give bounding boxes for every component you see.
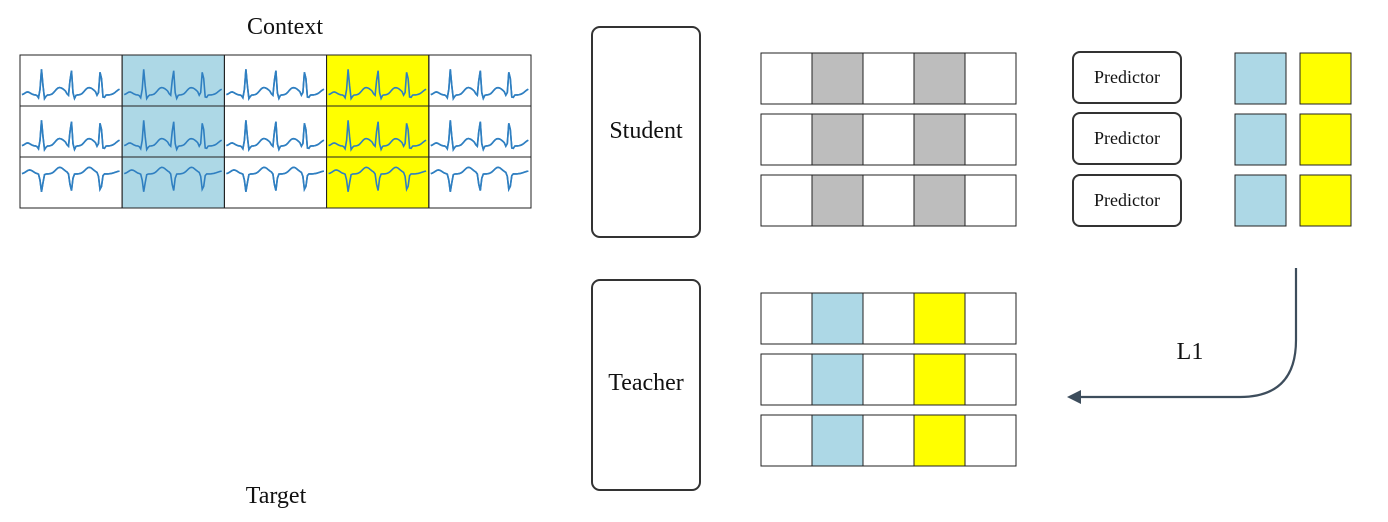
embedding-token xyxy=(811,52,864,105)
ecg-waveform-icon xyxy=(226,69,325,101)
embedding-token xyxy=(913,414,966,467)
embedding-token xyxy=(964,174,1017,227)
predicted-blue-token xyxy=(1234,174,1287,227)
embedding-token xyxy=(811,174,864,227)
ecg-cell xyxy=(19,105,123,158)
teacher-encoder: Teacher xyxy=(591,279,701,491)
teacher-box xyxy=(591,279,701,491)
ecg-waveform-icon xyxy=(328,166,427,192)
ecg-cell xyxy=(428,54,532,107)
blue-target-segment xyxy=(122,55,225,208)
embedding-token xyxy=(913,113,966,166)
embedding-token xyxy=(862,292,915,345)
curved-arrow-left-icon xyxy=(1080,268,1298,399)
teacher-embeddings xyxy=(760,292,1017,467)
ecg-waveform-icon xyxy=(21,166,120,192)
ecg-waveform-icon xyxy=(430,166,529,192)
ecg-cell xyxy=(223,105,328,158)
ecg-waveform-icon xyxy=(226,120,325,152)
ecg-waveform-icon xyxy=(328,120,427,152)
ecg-waveform-icon xyxy=(123,166,222,192)
embedding-token xyxy=(760,353,813,406)
embedding-token xyxy=(964,292,1017,345)
embedding-token xyxy=(811,353,864,406)
ecg-waveform-icon xyxy=(21,120,120,152)
ecg-waveform-icon xyxy=(21,69,120,101)
ecg-cell xyxy=(223,156,328,209)
predictor-label: Predictor xyxy=(1094,128,1160,148)
loss-label: L1 xyxy=(1177,339,1204,365)
target-ecg-panel xyxy=(19,54,532,209)
embedding-token xyxy=(760,414,813,467)
predicted-yellow-token xyxy=(1299,113,1352,166)
yellow-target-segment xyxy=(326,55,429,208)
ecg-cell xyxy=(428,156,532,209)
ecg-cell xyxy=(428,156,532,209)
predicted-outputs xyxy=(1234,52,1352,227)
predicted-blue-token xyxy=(1234,52,1287,105)
predicted-yellow-token xyxy=(1299,174,1352,227)
ecg-waveform-icon xyxy=(226,166,325,192)
ecg-cell xyxy=(19,54,123,107)
embedding-token xyxy=(964,353,1017,406)
embedding-token xyxy=(760,174,813,227)
ecg-cell xyxy=(223,54,328,107)
ecg-cell xyxy=(223,54,328,107)
predicted-blue-token xyxy=(1234,113,1287,166)
ecg-waveform-icon xyxy=(123,120,223,152)
student-embeddings xyxy=(760,52,1017,227)
embedding-token xyxy=(964,414,1017,467)
embedding-token xyxy=(964,52,1017,105)
ecg-cell xyxy=(428,105,532,158)
embedding-token xyxy=(760,113,813,166)
embedding-token xyxy=(760,292,813,345)
ecg-waveform-icon xyxy=(328,69,427,101)
ecg-waveform-icon xyxy=(430,120,529,152)
predicted-yellow-token xyxy=(1299,52,1352,105)
embedding-token xyxy=(862,113,915,166)
embedding-token xyxy=(964,113,1017,166)
predictor-label: Predictor xyxy=(1094,190,1160,210)
embedding-token xyxy=(913,353,966,406)
student-encoder: Student xyxy=(591,26,701,238)
arrowhead-icon xyxy=(1067,390,1081,404)
predictor-1: Predictor xyxy=(1072,51,1182,104)
ecg-cell xyxy=(428,105,532,158)
embedding-token xyxy=(913,52,966,105)
loss-arrow xyxy=(1067,268,1298,404)
predictor-2: Predictor xyxy=(1072,112,1182,165)
embedding-token xyxy=(760,52,813,105)
ecg-cell xyxy=(428,54,532,107)
embedding-token xyxy=(913,292,966,345)
ecg-waveform-icon xyxy=(123,69,223,101)
ecg-waveform-icon xyxy=(430,69,529,101)
predictor-box xyxy=(1072,51,1182,104)
predictor-box xyxy=(1072,112,1182,165)
teacher-label: Teacher xyxy=(608,370,684,396)
context-label: Context xyxy=(247,14,323,40)
ecg-cell xyxy=(19,156,123,209)
ecg-cell xyxy=(19,156,123,209)
student-label: Student xyxy=(609,118,683,144)
ecg-cell xyxy=(19,54,123,107)
embedding-token xyxy=(811,292,864,345)
embedding-token xyxy=(862,52,915,105)
embedding-token xyxy=(862,174,915,227)
ecg-cell xyxy=(223,156,328,209)
ecg-cell xyxy=(223,105,328,158)
embedding-token xyxy=(862,414,915,467)
student-box xyxy=(591,26,701,238)
embedding-token xyxy=(862,353,915,406)
embedding-token xyxy=(913,174,966,227)
embedding-token xyxy=(811,414,864,467)
predictor-box xyxy=(1072,174,1182,227)
embedding-token xyxy=(811,113,864,166)
ecg-cell xyxy=(19,105,123,158)
target-label: Target xyxy=(246,483,307,509)
predictor-label: Predictor xyxy=(1094,67,1160,87)
predictor-3: Predictor xyxy=(1072,174,1182,227)
